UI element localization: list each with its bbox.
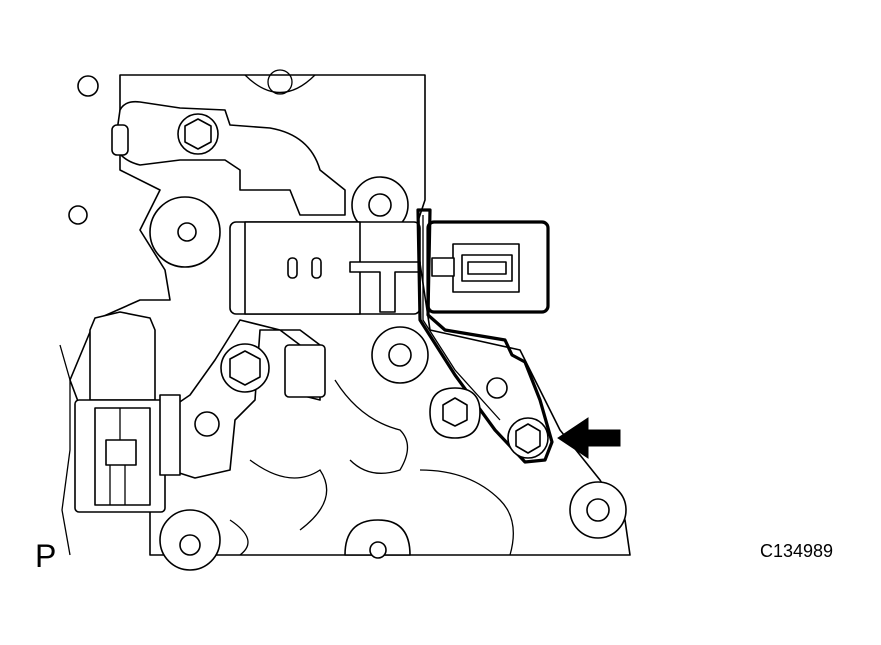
boss-right-mid bbox=[486, 377, 508, 399]
boss-bottom-center-hole bbox=[369, 541, 387, 559]
oil-passage-1 bbox=[334, 379, 409, 474]
boss-left-hole bbox=[177, 222, 197, 242]
connector-pin bbox=[467, 261, 507, 275]
wire-bracket-inner bbox=[422, 215, 501, 421]
top-boss-hole bbox=[267, 69, 293, 95]
arrow-left-icon bbox=[557, 417, 621, 459]
oil-passage-3 bbox=[419, 469, 514, 556]
upper-bracket bbox=[114, 100, 346, 216]
boss-bottom-left-hole bbox=[179, 534, 201, 556]
connector-tab bbox=[431, 257, 455, 277]
boss-bottom-center bbox=[344, 519, 411, 556]
bracket-bolt-hex bbox=[184, 118, 212, 150]
left-solenoid-cap bbox=[89, 311, 156, 401]
bracket-clip bbox=[111, 124, 129, 156]
target-bolt-hex bbox=[515, 423, 541, 454]
left-edge-contour bbox=[59, 344, 71, 556]
lever-block bbox=[284, 344, 326, 398]
boss-lower-right-hole bbox=[586, 498, 610, 522]
boss-upper-center-hole bbox=[368, 193, 392, 217]
keyed-boss-hole bbox=[442, 397, 468, 427]
figure-code-label: C134989 bbox=[760, 541, 834, 561]
left-connector-collar bbox=[159, 394, 181, 476]
left-connector-latch bbox=[105, 439, 137, 466]
lever-bolt-hex bbox=[229, 350, 261, 386]
lever-pivot-hole bbox=[194, 411, 220, 437]
top-boss bbox=[244, 74, 316, 94]
solenoid-base bbox=[244, 221, 361, 315]
solenoid-slot-2 bbox=[311, 257, 322, 279]
bore-top-left bbox=[77, 75, 99, 97]
bore-left bbox=[68, 205, 88, 225]
boss-center-hole bbox=[388, 343, 412, 367]
oil-passage-2 bbox=[249, 459, 328, 531]
solenoid-slot-1 bbox=[287, 257, 298, 279]
oil-passage-4 bbox=[229, 519, 249, 556]
view-letter-label: P bbox=[35, 538, 57, 574]
